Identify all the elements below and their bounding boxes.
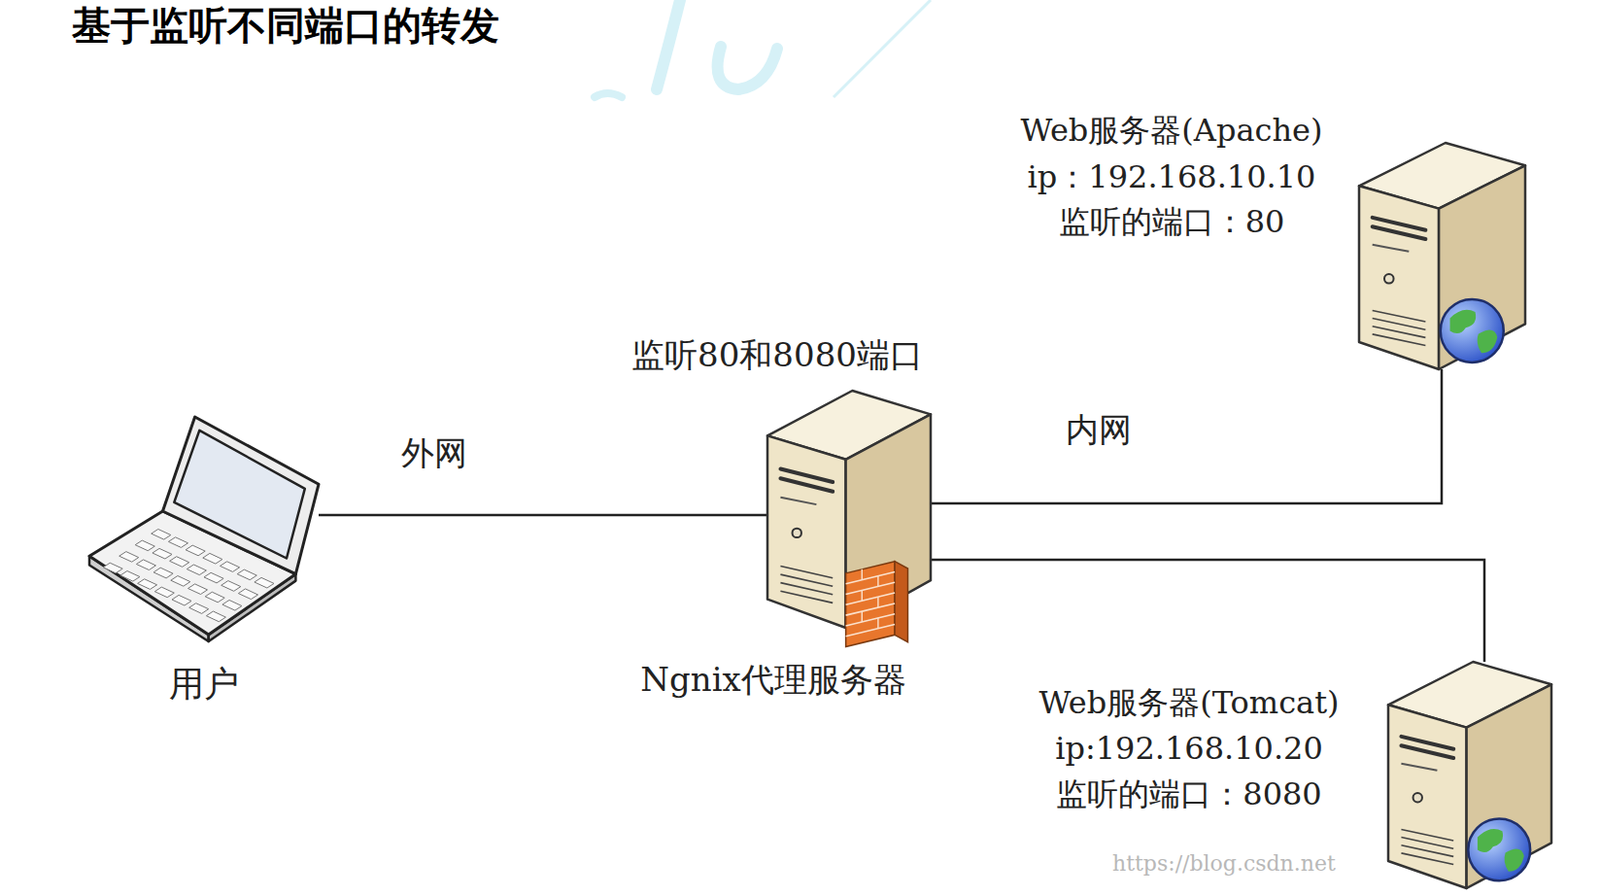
globe-land	[1477, 329, 1498, 353]
brick-joint	[861, 569, 863, 580]
laptop-key	[154, 586, 174, 598]
vent-line	[780, 590, 833, 603]
laptop-key	[238, 588, 258, 600]
laptop-key	[170, 576, 191, 587]
laptop-key	[203, 552, 223, 564]
drive-slot	[1372, 244, 1410, 252]
power-led	[792, 528, 802, 538]
server-front	[767, 435, 847, 628]
laptop-key	[204, 572, 224, 583]
drive-slot	[780, 497, 817, 505]
laptop-screen	[173, 430, 305, 559]
node-label: 用户	[169, 663, 239, 704]
server-icon	[1388, 661, 1552, 888]
laptop-key	[152, 547, 172, 559]
laptop-key	[188, 583, 208, 595]
diagram-title: 基于监听不同端口的转发	[71, 1, 500, 49]
laptop-key	[119, 551, 139, 563]
laptop-key	[220, 561, 240, 573]
watermark-stroke	[594, 93, 622, 98]
laptop-key	[135, 540, 155, 551]
firewall-front	[846, 561, 895, 647]
node-label: 监听的端口：80	[1058, 204, 1286, 240]
drive-slot	[1400, 745, 1454, 758]
globe-land	[1450, 309, 1477, 334]
laptop-key	[204, 591, 225, 603]
server-side	[1438, 165, 1526, 370]
globe	[1467, 817, 1531, 881]
node-label: 监听的端口：8080	[1055, 776, 1322, 813]
server-front	[1388, 704, 1467, 888]
network-link	[318, 513, 768, 517]
laptop-key	[136, 559, 156, 571]
laptop-key	[168, 537, 188, 548]
laptop-key	[171, 594, 192, 606]
watermark-stroke	[656, 0, 681, 90]
node-label: 监听80和8080端口	[631, 336, 923, 375]
globe-land	[1504, 848, 1525, 871]
firewall-side	[894, 561, 908, 643]
laptop-key	[205, 611, 226, 622]
network-link	[930, 369, 1442, 504]
laptop-key	[185, 544, 205, 556]
laptop-key	[120, 571, 140, 582]
laptop-key	[170, 556, 190, 568]
globe-land	[1477, 828, 1503, 852]
laptop-key	[153, 567, 173, 579]
server-side	[1466, 683, 1552, 888]
vent-line	[1372, 334, 1427, 346]
laptop-key	[254, 577, 274, 588]
drive-slot	[780, 477, 833, 491]
drive-slot	[1400, 763, 1437, 771]
web-server: Web服务器(Tomcat)ip:192.168.10.20监听的端口：8080	[1388, 661, 1552, 888]
laptop-key	[189, 603, 209, 614]
brick-mortar	[846, 624, 895, 637]
brick-mortar	[846, 571, 895, 583]
watermark-stroke	[833, 0, 931, 98]
user-laptop: 用户	[89, 416, 319, 642]
laptop-key	[151, 529, 171, 541]
globe	[1440, 299, 1504, 363]
node-label: ip：192.168.10.10	[1027, 159, 1317, 196]
brick-mortar	[846, 603, 895, 615]
power-led	[1413, 792, 1423, 802]
brick-mortar	[846, 581, 895, 594]
brick-joint	[861, 611, 863, 622]
brick-joint	[877, 576, 879, 587]
laptop-key	[237, 569, 257, 580]
laptop-lid	[163, 416, 320, 575]
watermark-text: https://blog.csdn.net	[1112, 851, 1336, 876]
server-front	[1359, 185, 1439, 370]
laptop-icon	[89, 416, 319, 642]
brick-joint	[877, 617, 879, 629]
drive-slot	[1372, 226, 1427, 239]
laptop-key	[222, 600, 242, 612]
link-label: 外网	[401, 434, 468, 473]
laptop-key	[137, 578, 158, 590]
power-led	[1384, 273, 1395, 284]
server-icon	[767, 390, 931, 628]
node-label: Web服务器(Apache)	[1021, 112, 1324, 149]
laptop-key	[186, 564, 206, 576]
server-icon	[1359, 142, 1526, 370]
web-server: Web服务器(Apache)ip：192.168.10.10监听的端口：80	[1359, 142, 1526, 370]
network-link	[930, 559, 1485, 662]
proxy-server: 监听80和8080端口Ngnix代理服务器	[767, 390, 931, 628]
watermark-stroke	[717, 46, 778, 90]
link-label: 内网	[1065, 410, 1132, 449]
brick-joint	[877, 596, 879, 608]
laptop-key	[221, 580, 241, 592]
brick-joint	[861, 589, 863, 601]
brick-mortar	[846, 613, 895, 626]
vent-line	[1400, 852, 1454, 865]
brick-mortar	[846, 592, 895, 605]
node-label: Ngnix代理服务器	[640, 660, 906, 699]
node-label: ip:192.168.10.20	[1055, 730, 1324, 767]
node-label: Web服务器(Tomcat)	[1039, 684, 1340, 721]
laptop-key	[102, 562, 123, 574]
